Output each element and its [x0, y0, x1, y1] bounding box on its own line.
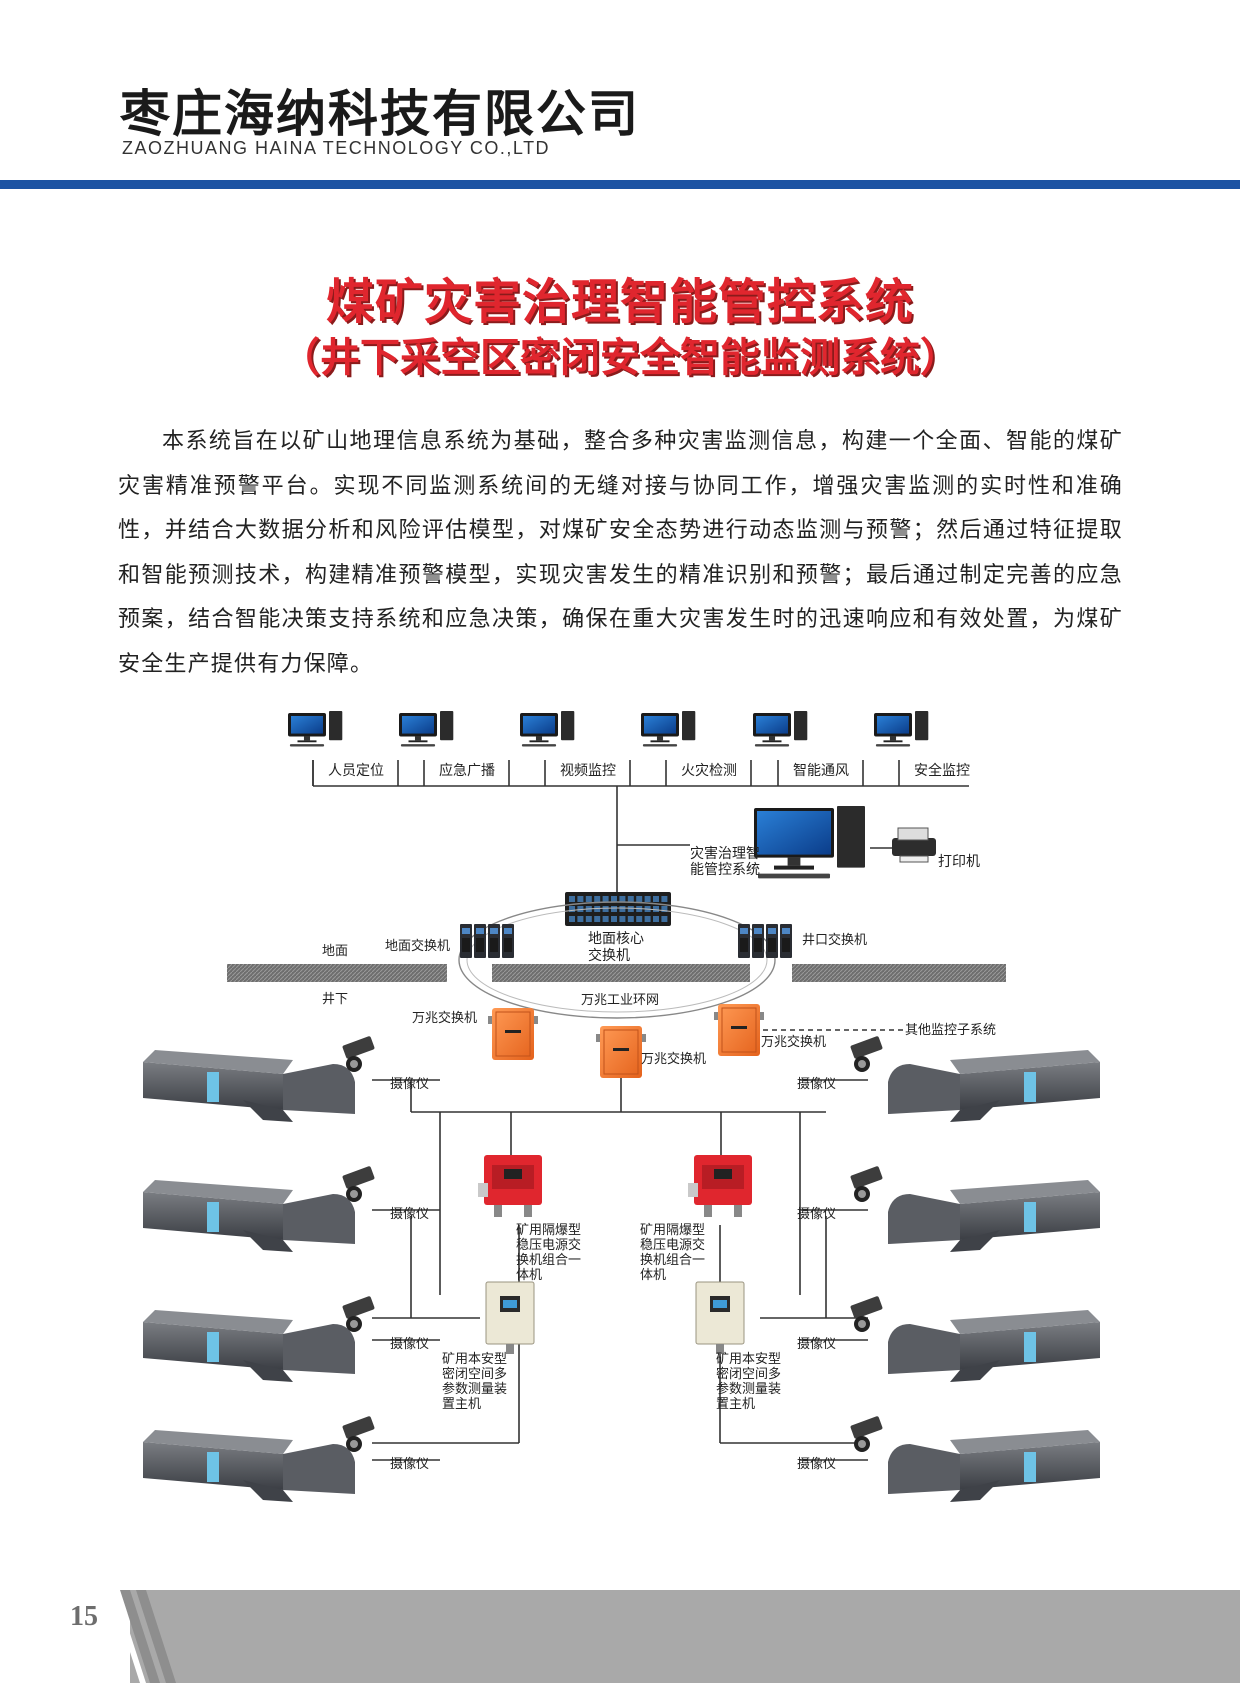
camera-label: 摄像仪 [390, 1207, 429, 1222]
other-subsystems-label: 其他监控子系统 [905, 1023, 996, 1038]
company-name-en: ZAOZHUANG HAINA TECHNOLOGY CO.,LTD [122, 138, 551, 158]
camera-label: 摄像仪 [797, 1457, 836, 1472]
workstation-label: 智能通风 [793, 763, 849, 779]
footer-band [120, 1590, 1240, 1683]
company-name-cn: 枣庄海纳科技有限公司 [120, 85, 640, 143]
connection-lines [312, 760, 969, 1461]
power-unit-left-icon [478, 1155, 542, 1217]
host-unit-right-label: 矿用本安型密闭空间多参数测量装置主机 [716, 1352, 781, 1412]
tunnel-left-1 [143, 1050, 355, 1122]
camera-label: 摄像仪 [797, 1077, 836, 1092]
page-title: 煤矿灾害治理智能管控系统 [325, 274, 914, 330]
camera-icon [342, 1166, 375, 1202]
camera-icon [342, 1296, 375, 1332]
footer-stripes [120, 1590, 176, 1683]
camera-icon [850, 1296, 883, 1332]
tunnel-right-3 [888, 1310, 1100, 1382]
power-unit-right-icon [688, 1155, 752, 1217]
camera-label: 摄像仪 [390, 1077, 429, 1092]
camera-icon [850, 1416, 883, 1452]
gigabit-switch-label: 万兆交换机 [412, 1010, 477, 1026]
tunnel-right-1 [888, 1050, 1100, 1122]
host-unit-left-icon [485, 1281, 535, 1354]
underground-label: 井下 [322, 992, 348, 1007]
computer-icon [399, 711, 454, 747]
camera-icon [342, 1416, 375, 1452]
power-unit-left-label: 矿用隔爆型稳压电源交换机组合一体机 [516, 1223, 581, 1283]
shaft-switch-icon [738, 924, 792, 958]
page-subtitle: （井下采空区密闭安全智能监测系统） [280, 335, 960, 381]
camera-icon [850, 1166, 883, 1202]
tunnel-right-2 [888, 1180, 1100, 1252]
computer-icon [753, 711, 808, 747]
core-switch-label: 地面核心交换机 [588, 931, 644, 964]
gigabit-switch-label: 万兆交换机 [641, 1051, 706, 1067]
computer-icon [288, 711, 343, 747]
computer-icon [641, 711, 696, 747]
control-system-computer-icon [754, 806, 865, 879]
gigabit-switch-label: 万兆交换机 [761, 1034, 826, 1050]
camera-icon [850, 1036, 883, 1072]
tunnel-left-2 [143, 1180, 355, 1252]
host-unit-right-icon [695, 1281, 745, 1354]
surface-switch-label: 地面交换机 [385, 938, 450, 954]
workstation-label: 安全监控 [914, 762, 970, 779]
header-rule [0, 180, 1240, 189]
page-number: 15 [70, 1601, 98, 1632]
camera-label: 摄像仪 [390, 1337, 429, 1352]
workstation-label: 人员定位 [328, 763, 384, 779]
tunnel-right-4 [888, 1430, 1100, 1502]
gigabit-switch-icon [714, 1004, 764, 1056]
printer-label: 打印机 [938, 853, 980, 870]
computer-icon [520, 711, 575, 747]
workstation-label: 应急广播 [439, 762, 495, 779]
surface-switch-icon [460, 924, 514, 958]
ring-network-label: 万兆工业环网 [581, 993, 659, 1008]
workstation-label: 视频监控 [560, 763, 616, 779]
camera-icon [342, 1036, 375, 1072]
control-system-label: 灾害治理智能管控系统 [690, 845, 760, 878]
tunnel-left-4 [143, 1430, 355, 1502]
server-icon [565, 892, 671, 926]
host-unit-left-label: 矿用本安型密闭空间多参数测量装置主机 [442, 1352, 507, 1412]
printer-icon [892, 827, 936, 863]
gigabit-switch-icon [488, 1008, 538, 1060]
power-unit-right-label: 矿用隔爆型稳压电源交换机组合一体机 [640, 1223, 705, 1283]
shaft-switch-label: 井口交换机 [802, 932, 867, 948]
camera-label: 摄像仪 [390, 1457, 429, 1472]
surface-label: 地面 [322, 944, 348, 959]
workstation-label: 火灾检测 [681, 762, 737, 779]
gigabit-switch-icon [596, 1026, 646, 1078]
tunnel-left-3 [143, 1310, 355, 1382]
intro-paragraph: 本系统旨在以矿山地理信息系统为基础，整合多种灾害监测信息，构建一个全面、智能的煤… [118, 429, 1123, 677]
camera-label: 摄像仪 [797, 1337, 836, 1352]
camera-label: 摄像仪 [797, 1207, 836, 1222]
computer-icon [874, 711, 929, 747]
